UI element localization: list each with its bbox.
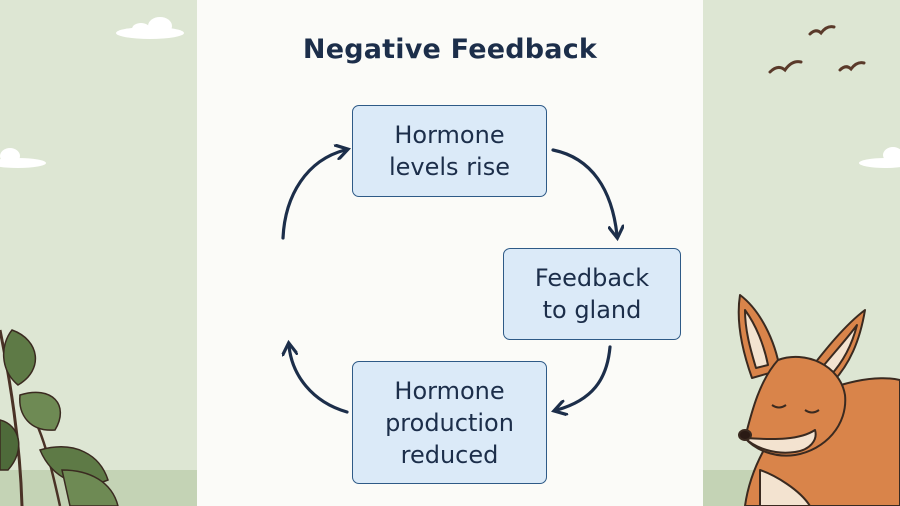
plant-icon	[0, 329, 119, 506]
arrow-cycle-return	[281, 150, 345, 240]
cloud-icon	[116, 17, 184, 39]
node-feedback-to-gland: Feedback to gland	[503, 248, 681, 340]
diagram-title: Negative Feedback	[302, 34, 598, 65]
birds-icon	[768, 25, 866, 74]
cloud-icon	[0, 148, 46, 168]
cloud-icon	[859, 147, 900, 168]
node-label: Feedback to gland	[534, 264, 650, 324]
diagram-panel: Negative Feedback Hormone levels rise Fe…	[197, 0, 703, 506]
fox-icon	[737, 294, 900, 506]
arrow-rise-to-feedback	[551, 148, 617, 235]
node-hormone-levels-rise: Hormone levels rise	[352, 105, 547, 197]
node-label: Hormone levels rise	[388, 121, 510, 181]
cycle-arrows	[197, 0, 703, 506]
node-label: Hormone production reduced	[385, 376, 514, 469]
arrow-feedback-to-reduced	[557, 345, 612, 410]
node-hormone-production-reduced: Hormone production reduced	[352, 361, 547, 484]
arrow-reduced-to-rise	[289, 346, 349, 414]
